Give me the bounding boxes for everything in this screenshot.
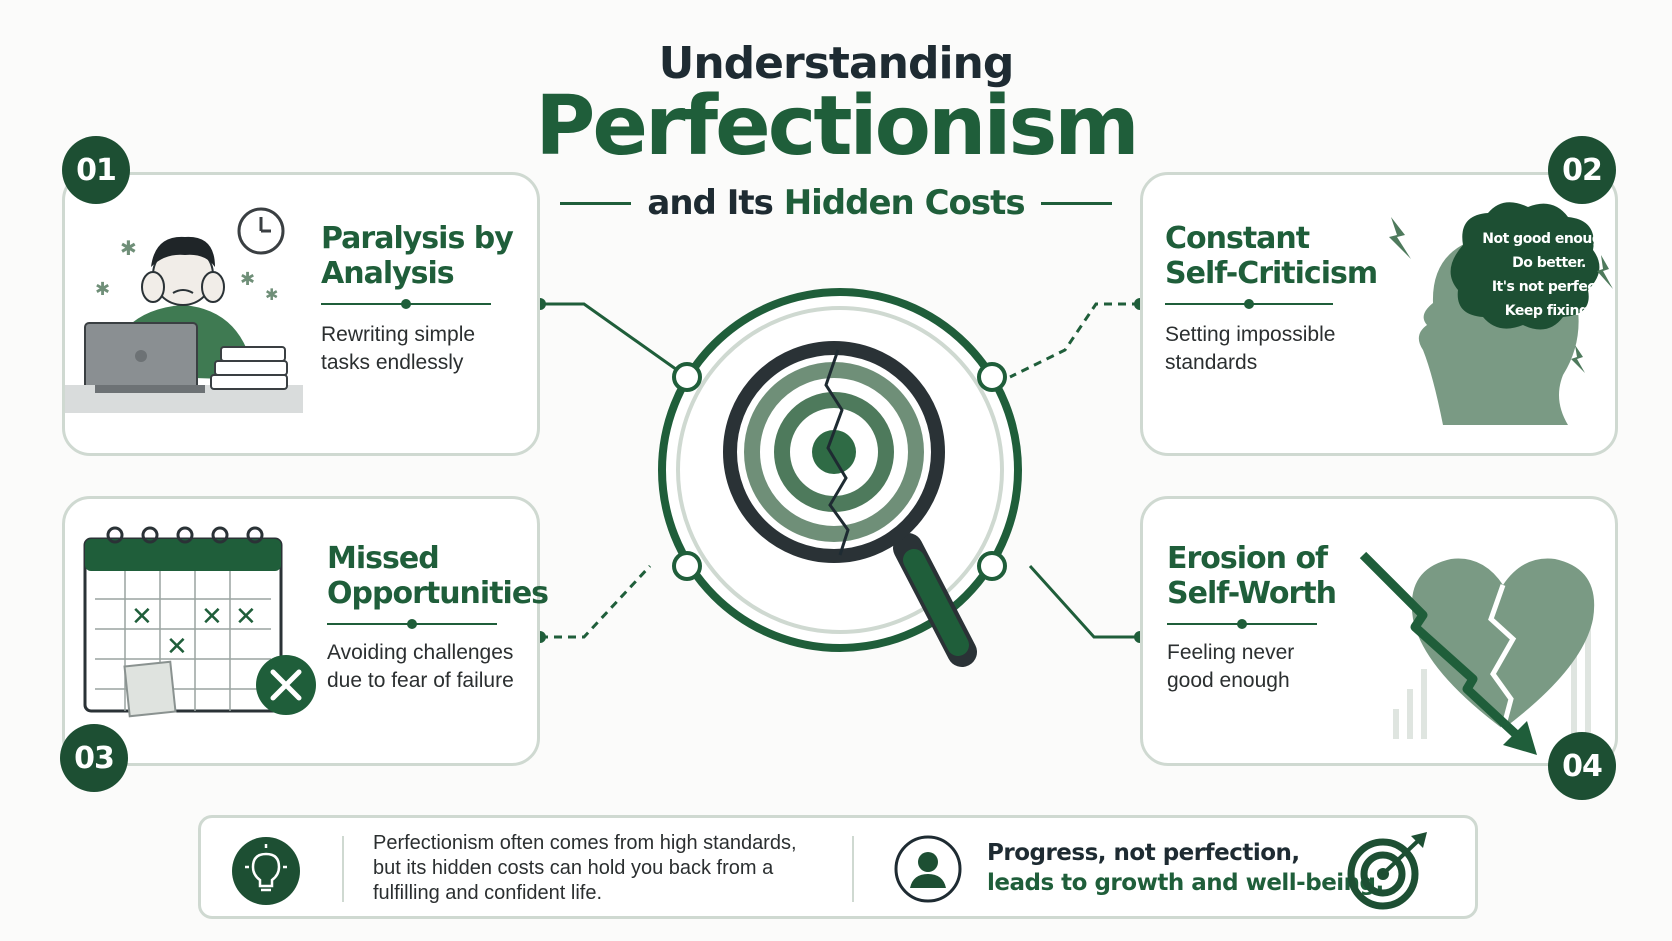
subtitle: and Its Hidden Costs bbox=[647, 183, 1026, 223]
card-04-illustration bbox=[1359, 551, 1595, 755]
card-03: ✕ ✕ ✕ ✕ Missed Opportunities Avoiding ch… bbox=[62, 496, 549, 766]
connector-04 bbox=[1028, 564, 1140, 639]
card-02-illustration bbox=[1389, 202, 1613, 425]
subtitle-line-right bbox=[1040, 201, 1112, 205]
card-02: Constant Self-Criticism Setting impossib… bbox=[1140, 172, 1618, 456]
calendar-icon: ✕ ✕ ✕ ✕ bbox=[83, 526, 283, 718]
connector-01 bbox=[540, 302, 688, 379]
ring-node-bl bbox=[672, 551, 702, 581]
svg-text:✕: ✕ bbox=[131, 601, 153, 631]
badge-03: 03 bbox=[60, 724, 128, 792]
page-title: Perfectionism bbox=[535, 79, 1139, 174]
card-03-divider bbox=[327, 619, 497, 629]
inner-ring bbox=[676, 306, 1004, 634]
connector-03 bbox=[540, 564, 652, 639]
card-04-divider bbox=[1167, 619, 1317, 629]
connector-02 bbox=[1009, 302, 1140, 379]
svg-text:✕: ✕ bbox=[166, 631, 188, 661]
ring-node-br bbox=[977, 551, 1007, 581]
card-02-title: Constant Self-Criticism bbox=[1165, 221, 1378, 291]
laptop-icon bbox=[65, 322, 303, 413]
subtitle-row: and Its Hidden Costs bbox=[560, 178, 1112, 228]
subtitle-prefix: and Its bbox=[647, 183, 773, 223]
badge-02: 02 bbox=[1548, 136, 1616, 204]
card-04-desc: Feeling never good enough bbox=[1167, 641, 1295, 692]
x-circle-icon bbox=[256, 655, 316, 715]
ring-node-tr bbox=[977, 362, 1007, 392]
bottom-info-text: Perfectionism often comes from high stan… bbox=[373, 832, 797, 904]
card-04-title: Erosion of Self-Worth bbox=[1167, 541, 1337, 611]
bar-background bbox=[1393, 609, 1591, 739]
svg-text:✕: ✕ bbox=[235, 601, 257, 631]
svg-text:✱: ✱ bbox=[265, 287, 278, 304]
clock-icon bbox=[237, 207, 285, 255]
lightbulb-icon bbox=[232, 837, 300, 905]
card-01-desc: Rewriting simple tasks endlessly bbox=[321, 323, 476, 374]
card-03-illustration: ✕ ✕ ✕ ✕ bbox=[83, 526, 316, 718]
card-02-divider bbox=[1165, 299, 1333, 309]
bottom-divider-1 bbox=[342, 836, 344, 902]
thought-bubble bbox=[1450, 202, 1600, 330]
card-03-desc: Avoiding challenges due to fear of failu… bbox=[327, 641, 514, 692]
svg-text:✱: ✱ bbox=[120, 238, 137, 260]
thought-bubble-text: Not good enough. Do better. It's not per… bbox=[1482, 231, 1616, 319]
ring-node-tl bbox=[672, 362, 702, 392]
card-01-divider bbox=[321, 299, 491, 309]
books-icon bbox=[210, 346, 288, 390]
card-01: ✱ ✱ ✱ ✱ Paralysis by Analysis Rewriting bbox=[62, 172, 540, 456]
bottom-divider-2 bbox=[852, 836, 854, 902]
lightning-icon bbox=[1389, 217, 1613, 373]
svg-text:✱: ✱ bbox=[240, 269, 255, 289]
badge-01: 01 bbox=[62, 136, 130, 204]
card-03-title: Missed Opportunities bbox=[327, 541, 549, 611]
title-top: Understanding bbox=[658, 38, 1015, 89]
broken-heart-icon bbox=[1411, 558, 1595, 730]
badge-04: 04 bbox=[1548, 732, 1616, 800]
bottom-bar: Perfectionism often comes from high stan… bbox=[198, 815, 1478, 919]
card-04: Erosion of Self-Worth Feeling never good… bbox=[1140, 496, 1618, 766]
card-01-title: Paralysis by Analysis bbox=[321, 221, 514, 291]
down-arrow-icon bbox=[1359, 551, 1537, 755]
subtitle-accent: Hidden Costs bbox=[783, 183, 1026, 223]
card-01-illustration: ✱ ✱ ✱ ✱ bbox=[65, 207, 303, 413]
subtitle-line-left bbox=[560, 201, 632, 205]
svg-text:✱: ✱ bbox=[95, 279, 110, 299]
person-icon bbox=[894, 835, 962, 903]
target-arrow-icon bbox=[1347, 832, 1427, 910]
magnifier-target-icon bbox=[723, 341, 977, 667]
card-02-desc: Setting impossible standards bbox=[1165, 323, 1336, 374]
svg-text:✕: ✕ bbox=[201, 601, 223, 631]
bottom-motto: Progress, not perfection, leads to growt… bbox=[987, 840, 1384, 896]
